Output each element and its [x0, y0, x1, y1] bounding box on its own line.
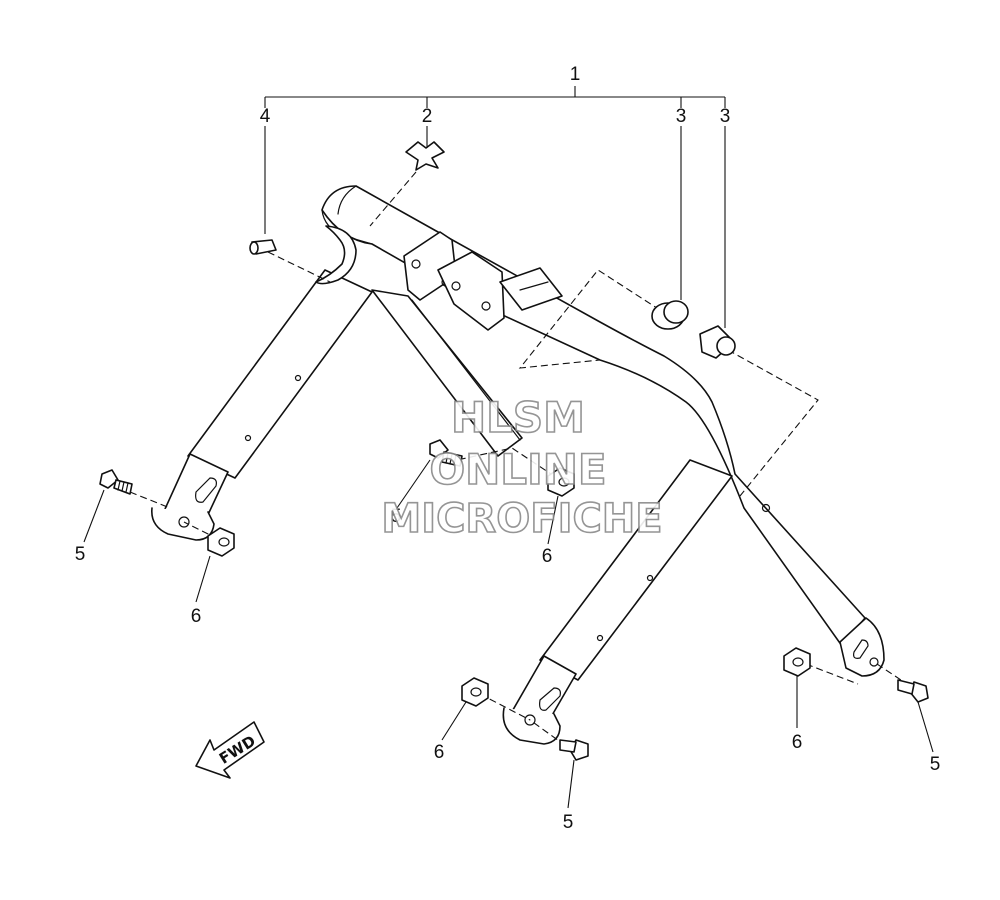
callout-bolt-bottom: 5 [563, 812, 574, 833]
rear-leg-end [839, 617, 885, 677]
callout-assembly: 1 [570, 64, 581, 85]
nut-center [547, 467, 575, 497]
assembly-lines [129, 171, 911, 747]
callout-nut-right: 6 [792, 732, 803, 753]
left-leg [151, 269, 373, 541]
watermark-line2: ONLINE [429, 445, 606, 494]
callout-nut-left: 6 [191, 606, 202, 627]
nut-bottom [461, 677, 489, 707]
bolt-center [429, 439, 463, 467]
bolt-right [897, 679, 929, 703]
cap-part-a [651, 300, 689, 330]
forward-direction-arrow: FWD [195, 721, 265, 779]
callout-bolt-left: 5 [75, 544, 86, 565]
callout-clip: 2 [422, 106, 433, 127]
callout-cap-b: 3 [720, 106, 731, 127]
callout-labels: 1 2 3 3 4 5 5 5 5 6 6 6 6 [75, 64, 941, 833]
assembly-bracket [264, 86, 726, 108]
pin-part [249, 239, 277, 255]
callout-leaders [83, 126, 934, 809]
callout-bolt-right: 5 [930, 754, 941, 775]
clip-part [405, 141, 445, 171]
bolt-left [99, 469, 133, 495]
cap-part-b [699, 325, 736, 359]
callout-bolt-center: 5 [391, 506, 402, 527]
right-leg [502, 459, 733, 745]
callout-pin: 4 [260, 106, 271, 127]
bolt-bottom [559, 739, 589, 761]
nut-right [783, 647, 811, 677]
callout-cap-a: 3 [676, 106, 687, 127]
watermark-line1: HLSM [451, 393, 585, 442]
nut-left [207, 527, 235, 557]
callout-nut-bottom: 6 [434, 742, 445, 763]
callout-nut-center: 6 [542, 546, 553, 567]
watermark: HLSM ONLINE MICROFICHE [381, 392, 664, 543]
watermark-line3: MICROFICHE [381, 496, 662, 542]
top-frame [315, 185, 866, 647]
